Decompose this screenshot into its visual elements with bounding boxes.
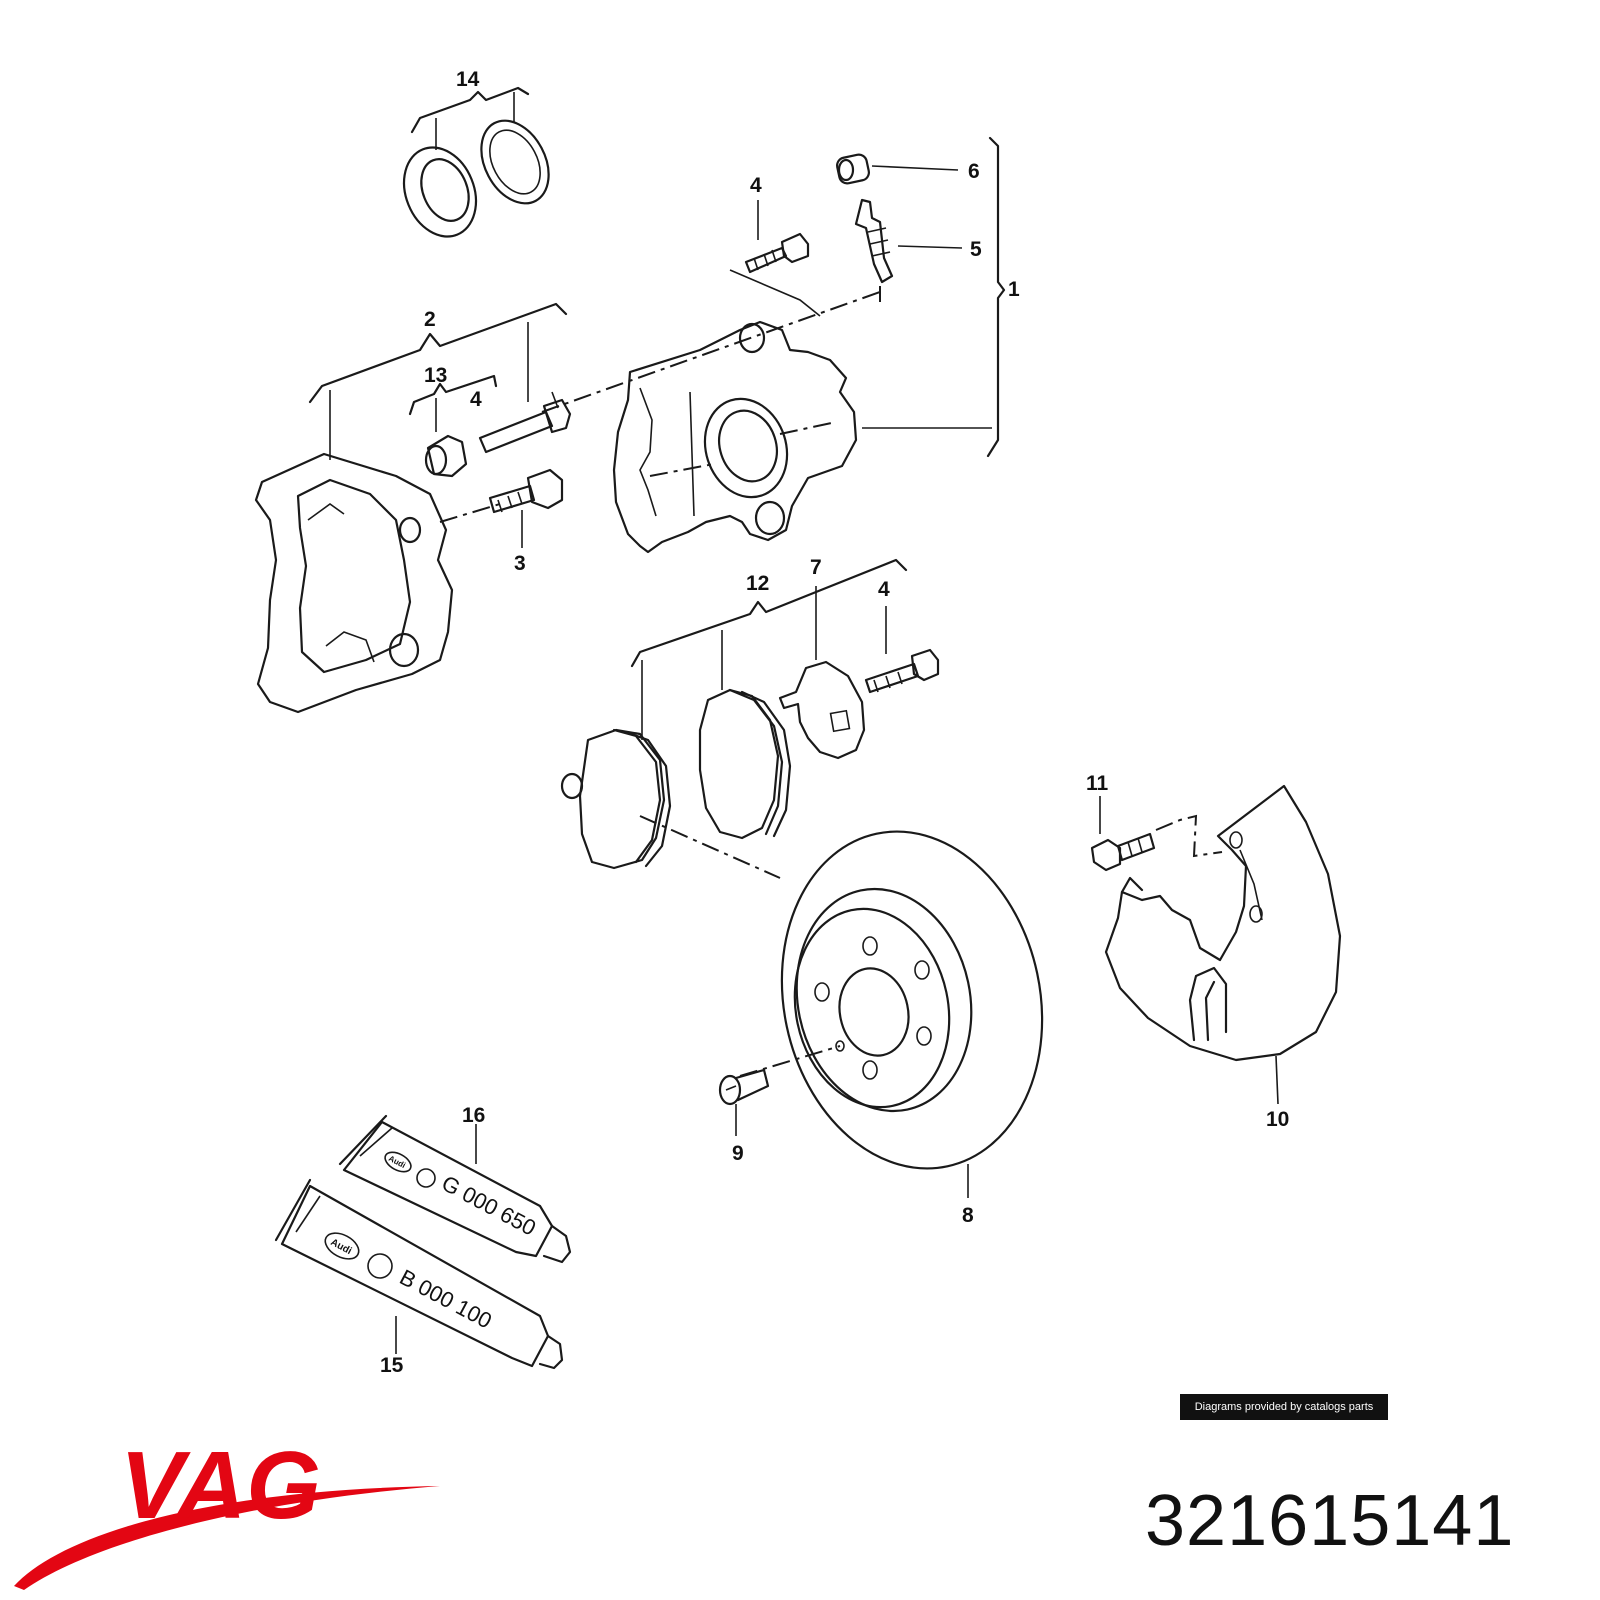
part-13-bushing	[424, 434, 468, 478]
callout-3: 3	[514, 552, 526, 575]
part-1-bracket	[862, 136, 1006, 458]
callout-6: 6	[968, 160, 980, 183]
callout-15: 15	[380, 1354, 404, 1377]
tube-15-code: B 000 100	[396, 1264, 496, 1333]
part-14-seal-kit	[402, 86, 550, 238]
part-13-bracket	[408, 374, 498, 432]
vag-logo-text: VAG	[120, 1440, 321, 1539]
part-11-bolt	[1090, 796, 1156, 872]
part-4-bolt-top	[729, 200, 821, 317]
callout-16: 16	[462, 1104, 485, 1127]
part-16-grease-tube: G 000 650 Audi	[338, 1114, 572, 1264]
part-12-bracket	[630, 558, 908, 740]
part-4-bolt-lower	[864, 606, 940, 694]
part-3-bolt	[488, 468, 564, 548]
tube-16-code: G 000 650	[438, 1170, 540, 1240]
part-2-bracket	[308, 302, 568, 460]
part-8-brake-disc	[780, 830, 1044, 1198]
callout-2: 2	[424, 308, 436, 331]
callout-12: 12	[746, 572, 769, 595]
part-12-brake-pad-outer	[698, 688, 792, 840]
callout-14: 14	[456, 68, 480, 91]
callout-11: 11	[1086, 772, 1109, 795]
axis-line-pads	[639, 815, 781, 879]
callout-13: 13	[424, 364, 447, 387]
callout-8: 8	[962, 1204, 974, 1227]
callout-4-lower: 4	[878, 578, 890, 601]
caliper-housing	[612, 320, 858, 554]
axis-line-bolt-11	[1155, 814, 1223, 858]
tube-15-brand: Audi	[329, 1237, 354, 1257]
part-12-brake-pad-inner	[560, 728, 672, 870]
axis-line-bolt-3	[439, 503, 501, 523]
caliper-carrier	[254, 452, 454, 714]
callout-1: 1	[1008, 278, 1020, 301]
callout-4-top: 4	[750, 174, 762, 197]
part-4-guide-pin	[478, 391, 572, 454]
callout-10: 10	[1266, 1108, 1289, 1131]
part-number: 321615141	[1145, 1481, 1515, 1561]
diagram-credit-label: Diagrams provided by catalogs parts	[1180, 1394, 1388, 1420]
vag-logo-swoosh	[14, 1486, 440, 1590]
part-10-splash-shield	[1104, 784, 1342, 1105]
callout-5: 5	[970, 238, 982, 261]
callout-9: 9	[732, 1142, 744, 1165]
axis-line-guide-pin	[541, 291, 881, 413]
vag-logo: VAG	[14, 1440, 440, 1590]
part-7-spring-plate	[778, 586, 866, 760]
part-6-cap	[836, 153, 959, 185]
part-9-screw	[718, 1068, 770, 1136]
callout-4-mid: 4	[470, 388, 482, 411]
callout-7: 7	[810, 556, 822, 579]
part-5-bleeder-valve	[854, 198, 963, 302]
